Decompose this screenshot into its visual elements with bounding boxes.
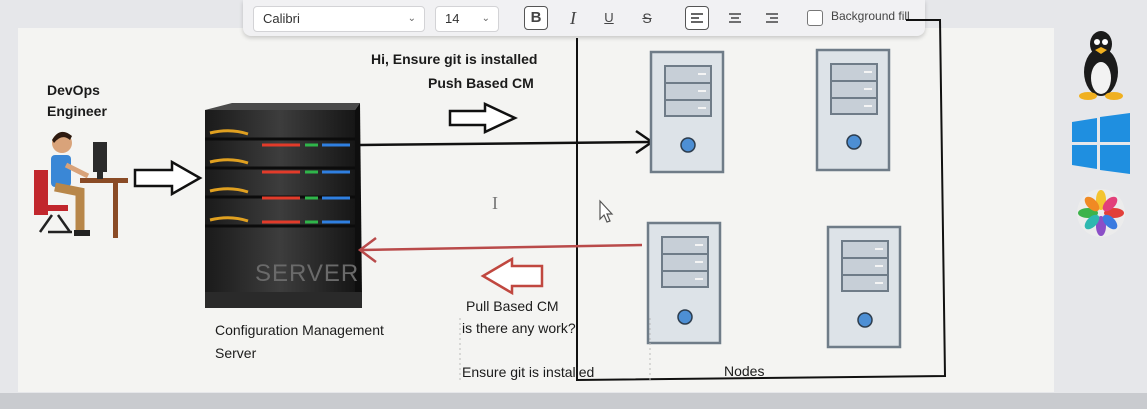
align-center-icon — [729, 13, 741, 23]
chevron-down-icon: ⌄ — [407, 13, 416, 24]
cm-server-caption: Configuration Management — [215, 322, 384, 338]
align-right-icon — [766, 13, 778, 23]
italic-button[interactable]: I — [570, 8, 576, 28]
text-selection-guide — [459, 318, 651, 380]
pull-connector-arrow — [357, 237, 643, 263]
align-left-button[interactable] — [685, 6, 709, 30]
mouse-pointer-icon — [599, 199, 614, 223]
node-server-2 — [815, 48, 891, 172]
node-server-1 — [649, 50, 725, 174]
devops-label: DevOps — [47, 82, 100, 98]
font-family-value: Calibri — [263, 11, 300, 26]
push-hollow-arrow — [448, 102, 518, 134]
chevron-down-icon: ⌄ — [481, 13, 490, 24]
linux-icon — [1079, 31, 1123, 100]
engineer-to-server-arrow — [133, 159, 203, 197]
server-label: SERVER — [255, 260, 359, 287]
formatting-toolbar: Calibri ⌄ 14 ⌄ B I U S Background fill — [243, 0, 925, 36]
strikethrough-button[interactable]: S — [642, 10, 652, 26]
align-left-icon — [691, 13, 703, 23]
underline-button[interactable]: U — [604, 10, 614, 25]
align-center-button[interactable] — [723, 6, 747, 30]
push-connector-arrow — [359, 129, 655, 155]
text-cursor-icon: I — [492, 193, 498, 213]
photos-icon — [1077, 189, 1125, 237]
font-family-select[interactable]: Calibri ⌄ — [253, 6, 425, 32]
pull-hollow-arrow — [480, 256, 544, 296]
background-fill-label: Background fill — [831, 9, 910, 23]
cm-server-caption-line2: Server — [215, 345, 257, 361]
nodes-label: Nodes — [724, 363, 765, 379]
pull-based-cm-label: Pull Based CM — [466, 298, 559, 314]
pull-question-label: is there any work? — [462, 320, 576, 336]
push-title-label: Hi, Ensure git is installed — [371, 51, 538, 67]
align-right-button[interactable] — [760, 6, 784, 30]
engineer-icon — [34, 131, 128, 238]
pull-ensure-git-label: Ensure git is installed — [462, 364, 595, 380]
node-server-4 — [826, 225, 902, 349]
push-based-cm-label: Push Based CM — [428, 75, 534, 91]
bold-button[interactable]: B — [524, 6, 548, 30]
node-server-3 — [646, 221, 722, 345]
nodes-region-border — [576, 19, 947, 382]
server-tower-icon — [205, 103, 362, 308]
background-fill-checkbox[interactable] — [807, 10, 823, 26]
font-size-value: 14 — [445, 11, 460, 26]
font-size-select[interactable]: 14 ⌄ — [435, 6, 499, 32]
bottom-bar — [0, 393, 1147, 409]
engineer-label: Engineer — [47, 103, 107, 119]
windows-icon — [1072, 113, 1130, 174]
os-icons-column — [1072, 31, 1130, 237]
